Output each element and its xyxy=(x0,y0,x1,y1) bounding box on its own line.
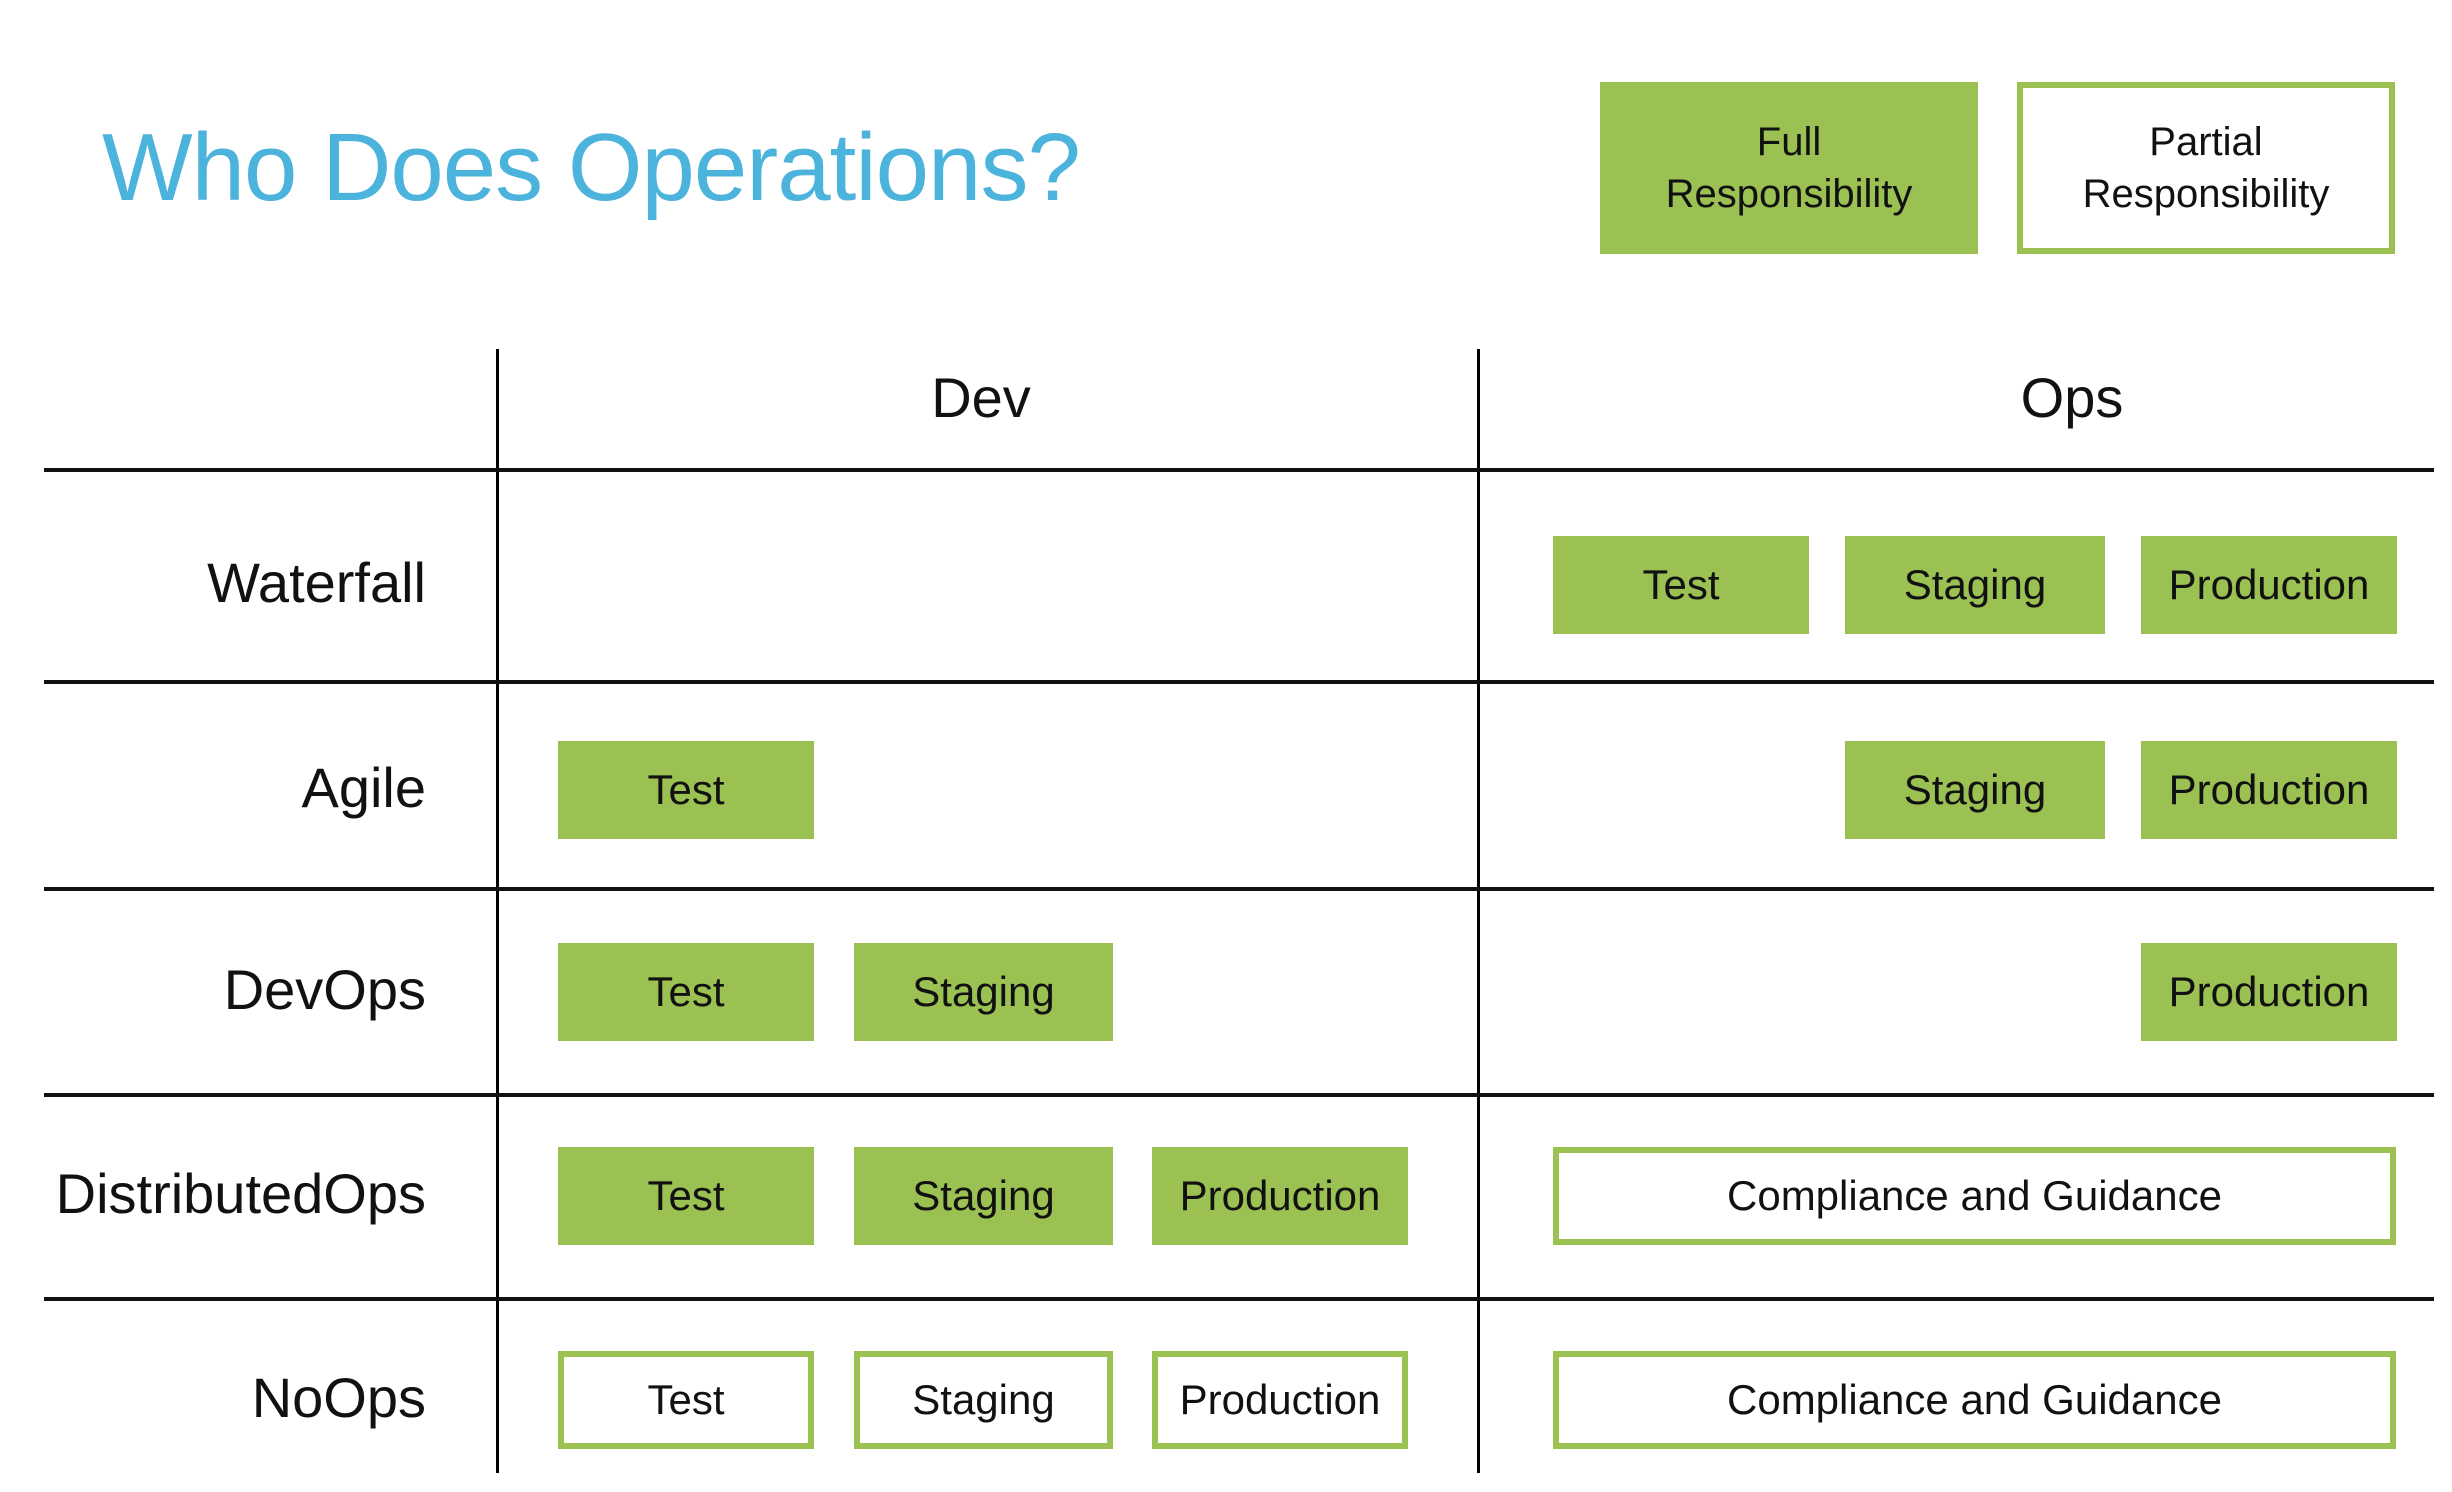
column-header-dev: Dev xyxy=(931,366,1031,429)
grid-divider-label-dev xyxy=(496,349,499,1473)
row-label-agile: Agile xyxy=(301,756,426,819)
ops-partial-compliance-and-guidance-box: Compliance and Guidance xyxy=(1553,1147,2396,1245)
grid-row-divider xyxy=(44,680,2434,684)
dev-partial-production-box: Production xyxy=(1152,1351,1408,1449)
row-label-devops: DevOps xyxy=(223,958,426,1021)
ops-full-staging-box: Staging xyxy=(1845,536,2105,634)
column-header-ops: Ops xyxy=(2020,366,2124,429)
ops-full-production-box: Production xyxy=(2141,536,2397,634)
grid-row-divider xyxy=(44,1297,2434,1301)
page-title: Who Does Operations? xyxy=(102,114,1081,221)
ops-partial-compliance-and-guidance-box: Compliance and Guidance xyxy=(1553,1351,2396,1449)
legend-partial-responsibility: Partial Responsibility xyxy=(2017,82,2395,254)
row-label-distributedops: DistributedOps xyxy=(55,1162,426,1225)
dev-full-production-box: Production xyxy=(1152,1147,1408,1245)
legend-full-line1: Full xyxy=(1756,120,1822,164)
dev-full-test-box: Test xyxy=(558,943,814,1041)
legend-partial-line2: Responsibility xyxy=(2082,172,2330,216)
dev-partial-staging-box: Staging xyxy=(854,1351,1113,1449)
grid-row-divider xyxy=(44,887,2434,891)
grid-row-divider xyxy=(44,1093,2434,1097)
dev-partial-test-box: Test xyxy=(558,1351,814,1449)
legend-partial-line1: Partial xyxy=(2149,120,2263,164)
grid-row-divider xyxy=(44,468,2434,472)
ops-full-test-box: Test xyxy=(1553,536,1809,634)
row-label-waterfall: Waterfall xyxy=(207,551,426,614)
dev-full-staging-box: Staging xyxy=(854,943,1113,1041)
dev-full-staging-box: Staging xyxy=(854,1147,1113,1245)
ops-full-production-box: Production xyxy=(2141,943,2397,1041)
dev-full-test-box: Test xyxy=(558,741,814,839)
dev-full-test-box: Test xyxy=(558,1147,814,1245)
ops-full-production-box: Production xyxy=(2141,741,2397,839)
ops-full-staging-box: Staging xyxy=(1845,741,2105,839)
legend-full-line2: Responsibility xyxy=(1665,172,1913,216)
grid-divider-dev-ops xyxy=(1477,349,1480,1473)
row-label-noops: NoOps xyxy=(251,1366,426,1429)
legend-full-responsibility: Full Responsibility xyxy=(1600,82,1978,254)
